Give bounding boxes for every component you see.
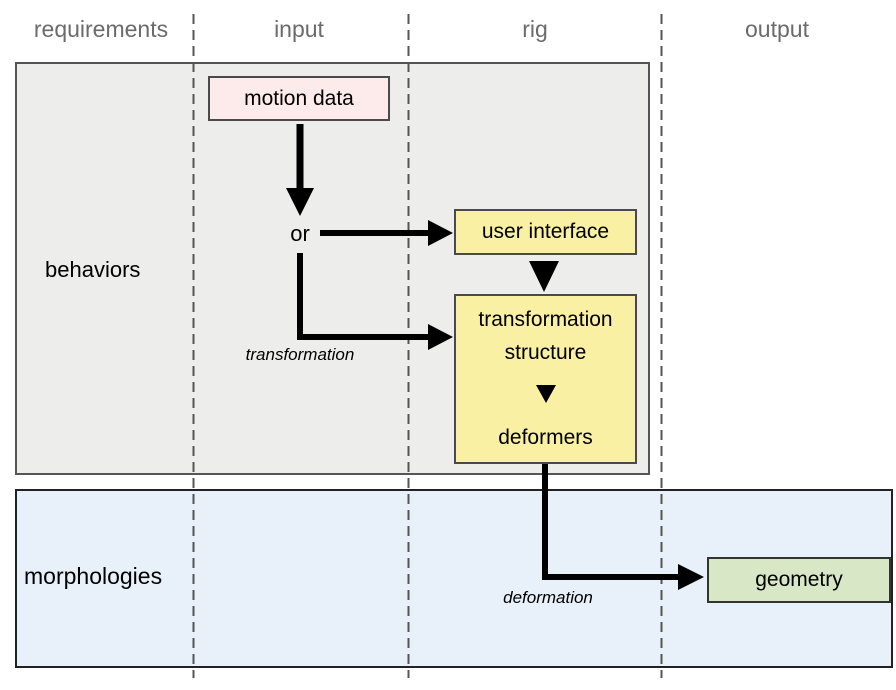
column-label-requirements: requirements — [33, 16, 169, 42]
column-label-output: output — [745, 16, 809, 42]
node-geometry-label: geometry — [755, 568, 843, 591]
lane-label-morphologies: morphologies — [24, 563, 163, 589]
column-label-input: input — [274, 16, 324, 42]
edge-label-deformation: deformation — [503, 588, 593, 607]
node-motion-data-label: motion data — [244, 86, 354, 110]
edge-label-transformation: transformation — [245, 345, 355, 364]
lane-label-behaviors: behaviors — [45, 257, 141, 282]
column-label-rig: rig — [522, 16, 548, 42]
transformation-structure-label-line1: transformation — [478, 308, 613, 331]
deformers-label: deformers — [498, 426, 593, 449]
or-junction-label: or — [290, 221, 310, 246]
node-user-interface: user interface — [454, 209, 637, 255]
node-user-interface-label: user interface — [481, 220, 610, 243]
transformation-structure-label-line2: structure — [504, 341, 587, 364]
node-geometry: geometry — [707, 557, 891, 603]
node-motion-data: motion data — [208, 76, 390, 121]
node-transformation-structure: transformation structure deformers — [454, 294, 637, 464]
